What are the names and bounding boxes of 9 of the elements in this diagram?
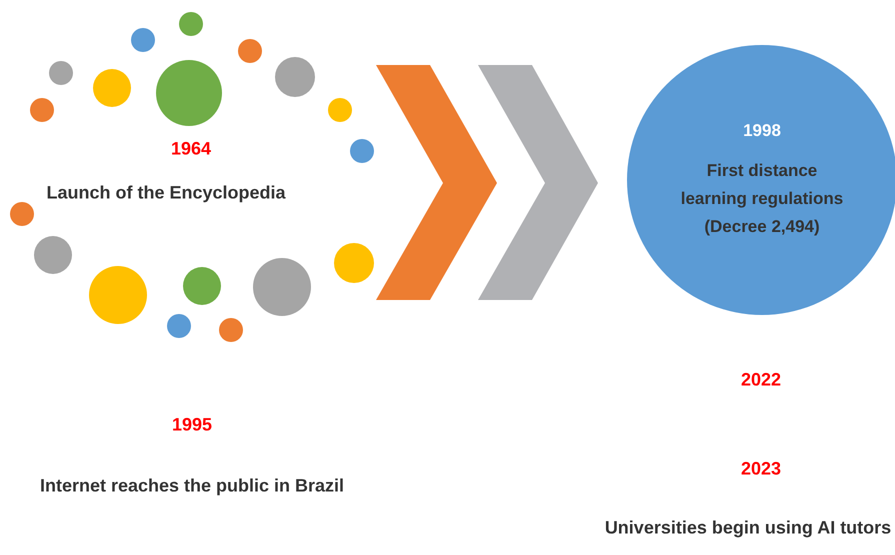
year-label: 1964 bbox=[170, 138, 212, 160]
year-label: 2022 bbox=[740, 370, 782, 390]
event-text: Launch of the Encyclopedia bbox=[46, 182, 286, 204]
year-label: 2023 bbox=[740, 458, 782, 480]
year-label: 1998 bbox=[743, 120, 781, 142]
event-text: Universities begin using AI tutors bbox=[604, 518, 892, 538]
node-text: First distance learning regulations (Decree 2,494) bbox=[680, 160, 844, 238]
year-label: 1995 bbox=[172, 414, 212, 436]
event-text: Internet reaches the public in Brazil bbox=[40, 476, 344, 496]
